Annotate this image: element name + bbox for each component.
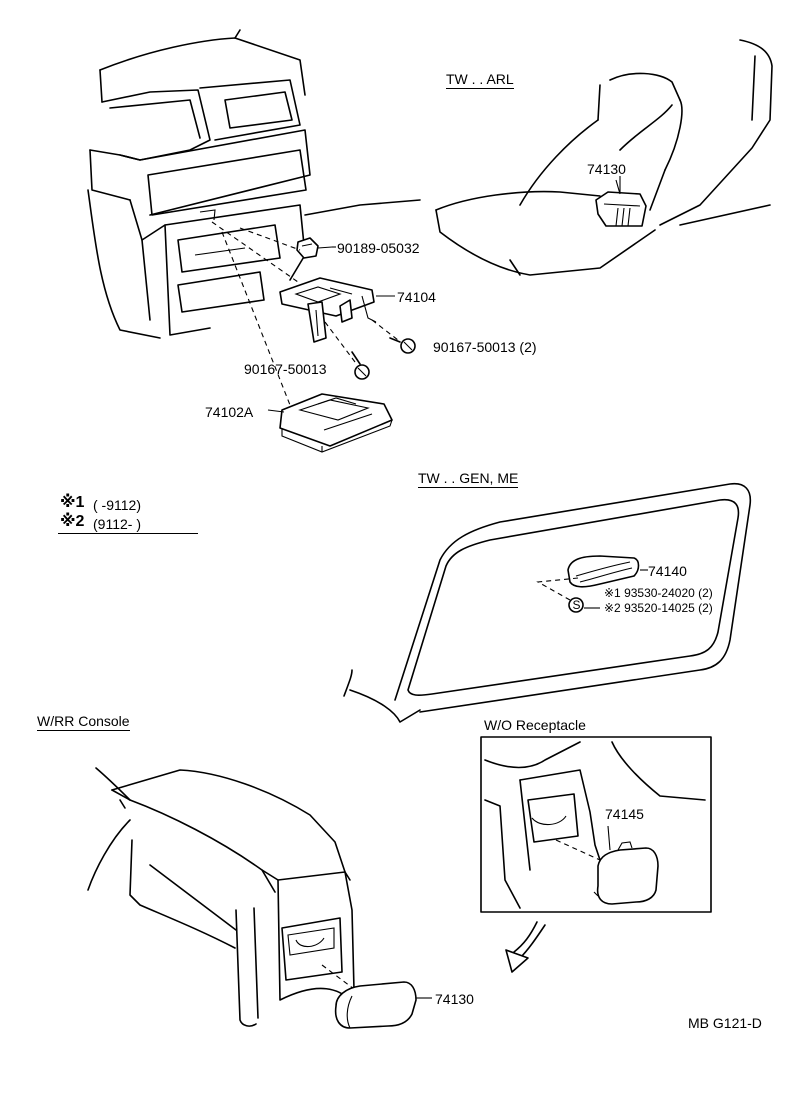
armrest-icon [595,176,647,227]
curved-arrow-icon [505,921,546,973]
section-heading-receptacle: W/O Receptacle [484,717,586,733]
section-heading-gen-me: TW . . GEN, ME [418,470,519,488]
instrument-panel-illustration [87,29,421,339]
console-cover-icon [334,981,417,1029]
part-label-74140: 74140 [648,563,687,579]
part-label-74130-arl: 74130 [587,161,626,177]
part-label-90167-50013-2: 90167-50013 (2) [433,339,537,355]
receptacle-detail [480,736,712,913]
seat-illustration [435,39,773,276]
note-1-range: ( -9112) [93,497,141,513]
part-label-90167-50013: 90167-50013 [244,361,327,377]
part-label-74130-console: 74130 [435,991,474,1007]
part-label-90189-05032: 90189-05032 [337,240,420,256]
rear-console-illustration [87,767,355,1027]
part-label-74104: 74104 [397,289,436,305]
part-label-74102a: 74102A [205,404,254,420]
note-1-mark: ※1 [60,494,85,511]
part-label-74145: 74145 [605,806,644,822]
part-label-93520-14025: ※2 93520-14025 (2) [604,601,713,615]
drawing-code: MB G121-D [688,1015,762,1031]
note-2-mark: ※2 [60,513,85,530]
part-label-93530-24020: ※1 93530-24020 (2) [604,586,713,600]
ashtray-icon [279,393,393,453]
door-trim-illustration [343,482,752,723]
screw-symbol-label: S [572,598,581,612]
section-heading-arl: TW . . ARL [446,71,514,89]
note-2-range: (9112- ) [93,516,141,532]
section-heading-rr-console: W/RR Console [37,713,130,731]
bracket-icon [279,277,377,343]
note-underline [58,533,198,534]
door-handle-icon [567,555,640,588]
screw-icon [351,337,416,380]
screw-symbol-icon [568,597,584,613]
clip-icon [296,237,333,259]
